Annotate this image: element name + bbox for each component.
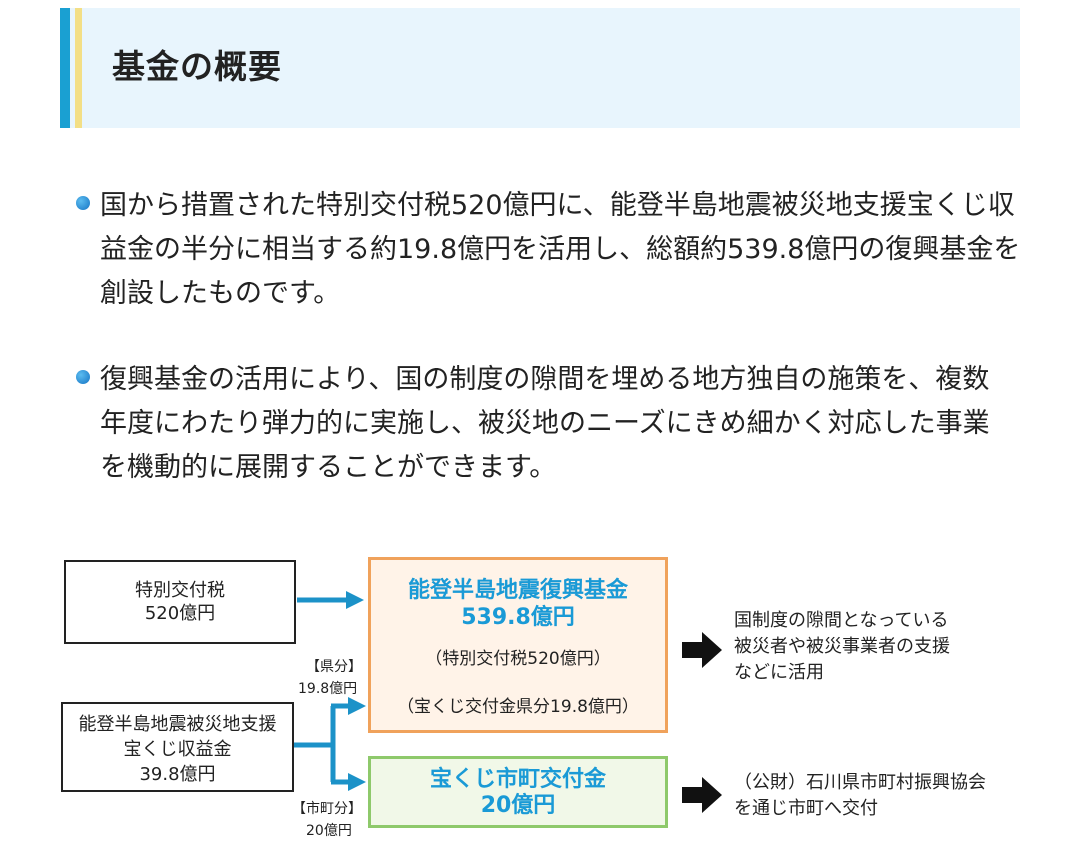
takarakuji-box: 能登半島地震被災地支援 宝くじ収益金 39.8億円 — [61, 702, 294, 792]
shicho-bun-label: 【市町分】 — [292, 801, 362, 817]
shicho-grant-title: 宝くじ市町交付金 — [429, 767, 606, 792]
tokubetsu-box: 特別交付税 520億円 — [64, 560, 296, 644]
result-2-text: （公財）石川県市町村振興協会 を通じ市町へ交付 — [734, 770, 986, 822]
bullet-icon — [76, 196, 90, 210]
result-arrow-icon — [682, 777, 722, 813]
result-2-line: （公財）石川県市町村振興協会 — [734, 772, 986, 793]
arrow-head-icon — [346, 591, 364, 609]
paragraph-2-line: を機動的に展開することができます。 — [100, 452, 557, 483]
result-arrow-icon — [682, 632, 722, 668]
tokubetsu-label: 特別交付税 — [135, 580, 225, 601]
paragraph-1: 国から措置された特別交付税520億円に、能登半島地震被災地支援宝くじ収 益金の半… — [100, 184, 1040, 316]
fund-box: 能登半島地震復興基金 539.8億円 （特別交付税520億円） （宝くじ交付金県… — [368, 557, 668, 733]
shicho-grant-amount: 20億円 — [480, 793, 556, 818]
arrow-head-icon — [348, 697, 366, 715]
takarakuji-amount: 39.8億円 — [139, 764, 216, 785]
shicho-bun-amount: 20億円 — [306, 823, 352, 839]
tokubetsu-amount: 520億円 — [144, 603, 216, 624]
ken-bun-amount: 19.8億円 — [298, 681, 358, 697]
fund-title: 能登半島地震復興基金 — [407, 578, 628, 603]
fund-amount: 539.8億円 — [461, 605, 575, 630]
result-1-text: 国制度の隙間となっている 被災者や被災事業者の支援 などに活用 — [734, 608, 950, 686]
paragraph-1-line: 創設したものです。 — [100, 278, 341, 309]
paragraph-2-line: 復興基金の活用により、国の制度の隙間を埋める地方独自の施策を、複数 — [100, 364, 990, 395]
result-1-line: などに活用 — [734, 662, 824, 683]
section-heading: 基金の概要 — [112, 47, 282, 86]
result-1-line: 国制度の隙間となっている — [734, 610, 949, 631]
heading-accent-bar-yellow — [75, 8, 82, 128]
takarakuji-label-2: 宝くじ収益金 — [123, 739, 232, 760]
arrow-head-icon — [348, 773, 366, 791]
paragraph-2: 復興基金の活用により、国の制度の隙間を埋める地方独自の施策を、複数 年度にわたり… — [100, 358, 1040, 490]
takarakuji-label: 能登半島地震被災地支援 — [78, 714, 277, 735]
heading-accent-bar-blue — [60, 8, 70, 128]
paragraph-1-line: 国から措置された特別交付税520億円に、能登半島地震被災地支援宝くじ収 — [100, 190, 1015, 221]
section-heading-box — [60, 8, 1020, 128]
bullet-icon — [76, 370, 90, 384]
fund-sub-takarakuji: （宝くじ交付金県分19.8億円） — [397, 697, 639, 717]
result-2-line: を通じ市町へ交付 — [734, 798, 878, 819]
fund-sub-tokubetsu: （特別交付税520億円） — [425, 649, 611, 669]
paragraph-2-line: 年度にわたり弾力的に実施し、被災地のニーズにきめ細かく対応した事業 — [100, 408, 990, 439]
ken-bun-label: 【県分】 — [306, 659, 362, 675]
paragraph-1-line: 益金の半分に相当する約19.8億円を活用し、総額約539.8億円の復興基金を — [100, 234, 1021, 265]
result-1-line: 被災者や被災事業者の支援 — [734, 636, 950, 657]
shicho-grant-box: 宝くじ市町交付金 20億円 — [368, 756, 668, 828]
